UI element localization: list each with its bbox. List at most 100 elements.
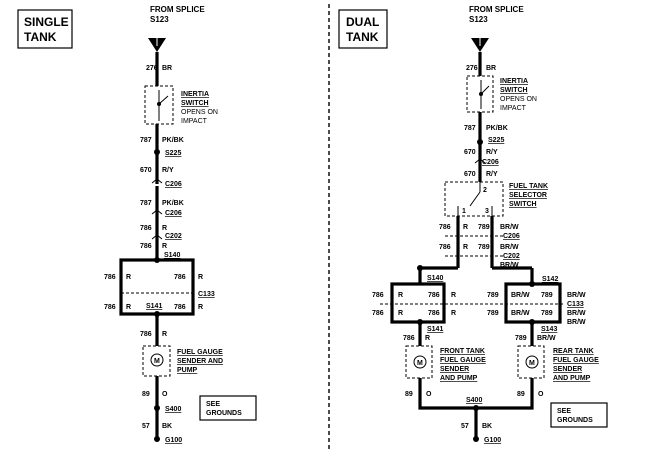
single-see-l1: SEE bbox=[206, 401, 220, 408]
dual-ft-l4: AND PUMP bbox=[440, 375, 478, 382]
dual-motor-a: M bbox=[417, 360, 423, 367]
dual-lr-b: R bbox=[451, 292, 456, 299]
dual-w276: 276 bbox=[466, 65, 478, 72]
single-fg-l3: PUMP bbox=[177, 367, 198, 374]
dual-brw-x: BR/W bbox=[537, 335, 556, 342]
single-w670: 670 bbox=[140, 167, 152, 174]
dual-n2: 2 bbox=[483, 187, 487, 194]
dual-c133: C133 bbox=[567, 301, 584, 308]
single-w786c: 786 bbox=[104, 274, 116, 281]
single-from-splice: FROM SPLICE bbox=[150, 5, 205, 14]
single-w787a: 787 bbox=[140, 137, 152, 144]
dual-rt-l4: AND PUMP bbox=[553, 375, 591, 382]
single-br: BR bbox=[162, 65, 172, 72]
dual-connector-c206a bbox=[474, 158, 486, 164]
dual-c206a: C206 bbox=[482, 159, 499, 166]
single-connector-c206a bbox=[151, 178, 163, 184]
dual-ft-l2: FUEL GAUGE bbox=[440, 357, 486, 364]
dual-ry-b: R/Y bbox=[486, 171, 498, 178]
single-w786a: 786 bbox=[140, 225, 152, 232]
dual-rt-l1: REAR TANK bbox=[553, 348, 594, 355]
single-title-line1: SINGLE bbox=[24, 15, 69, 29]
dual-brw-c: BR/W bbox=[500, 262, 519, 269]
dual-br: BR bbox=[486, 65, 496, 72]
dual-rbrw-b: BR/W bbox=[567, 292, 586, 299]
single-from-splice-id: S123 bbox=[150, 15, 169, 24]
dual-bk: BK bbox=[482, 423, 492, 430]
single-r-e: R bbox=[126, 304, 131, 311]
dual-tank-title-box bbox=[338, 9, 388, 49]
single-inertia-l4: IMPACT bbox=[181, 118, 208, 125]
dual-l786c: 786 bbox=[372, 310, 384, 317]
dual-selector-switch bbox=[444, 181, 504, 217]
dual-s142: S142 bbox=[542, 276, 558, 283]
single-w786e: 786 bbox=[104, 304, 116, 311]
single-c206a: C206 bbox=[165, 181, 182, 188]
single-pkbk-a: PK/BK bbox=[162, 137, 184, 144]
dual-w789b: 789 bbox=[478, 244, 490, 251]
dual-w670a: 670 bbox=[464, 149, 476, 156]
dual-pkbk: PK/BK bbox=[486, 125, 508, 132]
single-fg-l1: FUEL GAUGE bbox=[177, 349, 223, 356]
dual-inertia-arm bbox=[480, 85, 490, 95]
dual-r-x: R bbox=[425, 335, 430, 342]
single-s400: S400 bbox=[165, 406, 181, 413]
single-motor-icon bbox=[150, 353, 164, 367]
dual-inertia-l2: SWITCH bbox=[500, 87, 528, 94]
single-w57: 57 bbox=[142, 423, 150, 430]
dual-tank-panel: DUAL TANK FROM SPLICE S123 276 BR INERTI… bbox=[338, 5, 608, 444]
dual-o-b: O bbox=[538, 391, 544, 398]
single-w786d: 786 bbox=[174, 274, 186, 281]
single-tank-title-box bbox=[17, 9, 73, 49]
single-inertia-l1: INERTIA bbox=[181, 91, 209, 98]
single-connector-c206b bbox=[151, 209, 163, 215]
single-tank-panel: SINGLE TANK FROM SPLICE S123 276 BR INER… bbox=[17, 5, 257, 444]
dual-lr-a: R bbox=[398, 292, 403, 299]
dual-brw-e: BR/W bbox=[567, 319, 586, 326]
single-c206b: C206 bbox=[165, 210, 182, 217]
dual-title-line2: TANK bbox=[346, 30, 379, 44]
single-splice-s400 bbox=[154, 405, 160, 411]
dual-n1: 1 bbox=[462, 208, 466, 215]
dual-see-l2: GROUNDS bbox=[557, 417, 593, 424]
dual-l786b: 786 bbox=[428, 292, 440, 299]
single-inertia-arm bbox=[158, 95, 169, 105]
dual-rt-l3: SENDER bbox=[553, 366, 582, 373]
dual-ft-l3: SENDER bbox=[440, 366, 469, 373]
dual-s143: S143 bbox=[541, 326, 557, 333]
dual-l786d: 786 bbox=[428, 310, 440, 317]
dual-s141: S141 bbox=[427, 326, 443, 333]
single-fg-l2: SENDER AND bbox=[177, 358, 223, 365]
dual-from-splice: FROM SPLICE bbox=[469, 5, 524, 14]
single-ry: R/Y bbox=[162, 167, 174, 174]
single-inertia-l3: OPENS ON bbox=[181, 109, 218, 116]
single-w276: 276 bbox=[146, 65, 158, 72]
dual-selector-arm bbox=[469, 191, 481, 207]
single-r-f: R bbox=[198, 304, 203, 311]
dual-r-b: R bbox=[463, 244, 468, 251]
single-inertia-l2: SWITCH bbox=[181, 100, 209, 107]
dual-front-motor-icon bbox=[413, 355, 427, 369]
dual-c206b: C206 bbox=[503, 233, 520, 240]
dual-c202: C202 bbox=[503, 253, 520, 260]
dual-brw-a: BR/W bbox=[500, 224, 519, 231]
dual-brw-b: BR/W bbox=[500, 244, 519, 251]
dual-rbrw-d: BR/W bbox=[567, 310, 586, 317]
dual-lr-c: R bbox=[398, 310, 403, 317]
single-bk: BK bbox=[162, 423, 172, 430]
dual-lr-d: R bbox=[451, 310, 456, 317]
dual-see-grounds-box bbox=[550, 402, 608, 428]
dual-g100: G100 bbox=[484, 437, 501, 444]
single-r-g: R bbox=[162, 331, 167, 338]
single-w786b: 786 bbox=[140, 243, 152, 250]
single-r-c: R bbox=[126, 274, 131, 281]
dual-rear-motor-icon bbox=[525, 355, 539, 369]
single-motor: M bbox=[154, 358, 160, 365]
single-ground-g100 bbox=[154, 436, 160, 442]
single-connector-c202 bbox=[151, 234, 163, 240]
dual-s140: S140 bbox=[427, 275, 443, 282]
dual-w786a: 786 bbox=[439, 224, 451, 231]
single-see-grounds-box bbox=[199, 395, 257, 421]
dual-n3: 3 bbox=[485, 208, 489, 215]
